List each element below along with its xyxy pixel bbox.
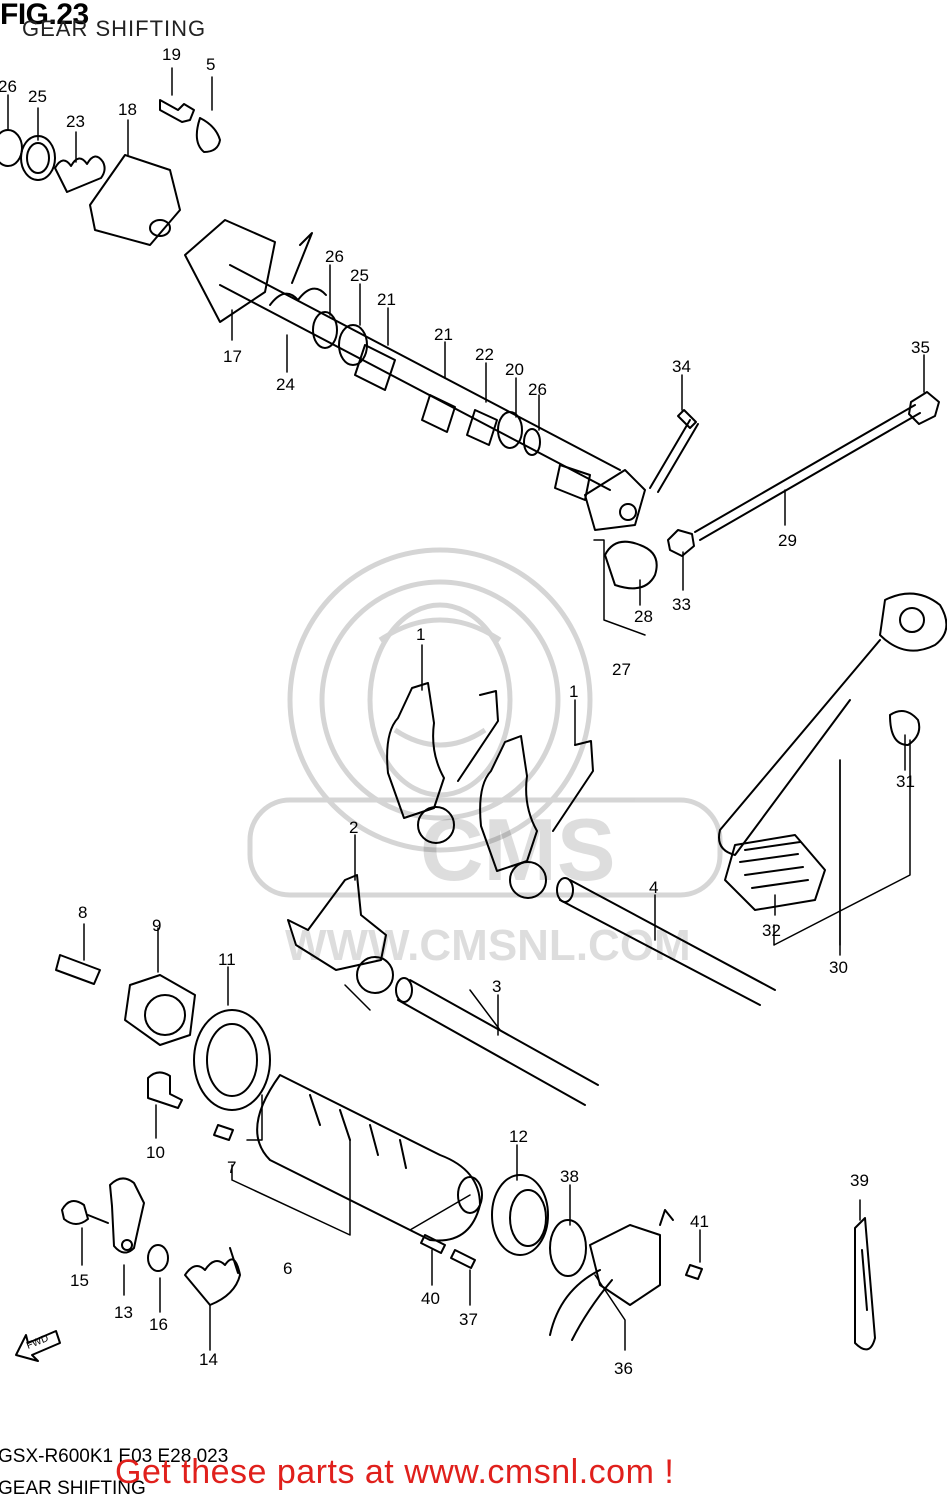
callout-27: 27 [612, 660, 631, 679]
callout-11: 11 [218, 950, 236, 969]
leader-lines [7, 67, 925, 1351]
promo-link[interactable]: Get these parts at www.cmsnl.com ! [115, 1453, 675, 1491]
shift-shaft-assembly [0, 99, 699, 590]
callout-18: 18 [118, 100, 137, 119]
callout-22: 22 [475, 345, 494, 364]
callout-23: 23 [66, 112, 85, 131]
callout-41: 41 [690, 1212, 709, 1231]
callout-17: 17 [223, 347, 242, 366]
callout-15: 15 [70, 1271, 89, 1290]
callout-4: 4 [649, 878, 658, 897]
callout-9: 9 [152, 916, 161, 935]
fwd-arrow-icon [15, 1330, 61, 1362]
callout-24: 24 [276, 375, 295, 394]
callout-37: 37 [459, 1310, 478, 1329]
callout-5: 5 [206, 55, 215, 74]
callout-6: 6 [283, 1259, 292, 1278]
callout-19: 19 [162, 45, 181, 64]
callout-2: 2 [349, 818, 358, 837]
watermark-url: WWW.CMSNL.COM [285, 921, 691, 970]
diagram-name: GEAR SHIFTING [0, 1478, 146, 1499]
callout-29: 29 [778, 531, 797, 550]
gearshift-lever [718, 592, 947, 911]
callouts: 26 25 23 18 19 5 17 24 26 25 21 21 22 20… [0, 45, 930, 1378]
callout-31: 31 [896, 772, 915, 791]
figure-subtitle: GEAR SHIFTING [22, 16, 207, 41]
callout-20: 20 [505, 360, 524, 379]
callout-3: 3 [492, 977, 501, 996]
callout-39: 39 [850, 1171, 869, 1190]
figure-title: FIG.23 [0, 0, 89, 31]
callout-7: 7 [227, 1158, 236, 1177]
gearshift-stopper-assembly [61, 1177, 241, 1306]
callout-13: 13 [114, 1303, 133, 1322]
callout-26-c: 26 [528, 380, 547, 399]
callout-25-b: 25 [350, 266, 369, 285]
callout-40: 40 [421, 1289, 440, 1308]
callout-28: 28 [634, 607, 653, 626]
gearshift-cam [55, 954, 483, 1242]
callout-12: 12 [509, 1127, 528, 1146]
diagram-code: GSX-R600K1 E03 E28 023 [0, 1446, 229, 1467]
callout-26-a: 26 [0, 77, 17, 96]
callout-10: 10 [146, 1143, 165, 1162]
callout-1-a: 1 [416, 625, 425, 644]
callout-8: 8 [78, 903, 87, 922]
bearing-and-neutral-switch [420, 1174, 876, 1351]
callout-14: 14 [199, 1350, 218, 1369]
callout-33: 33 [672, 595, 691, 614]
shift-forks [287, 682, 594, 994]
callout-34: 34 [672, 357, 691, 376]
callout-16: 16 [149, 1315, 168, 1334]
callout-26-b: 26 [325, 247, 344, 266]
callout-30: 30 [829, 958, 848, 977]
callout-21-b: 21 [434, 325, 453, 344]
watermark-logo: CMS [420, 800, 616, 899]
callout-1-b: 1 [569, 682, 578, 701]
watermark [247, 547, 723, 898]
callout-21-a: 21 [377, 290, 396, 309]
fork-shafts [395, 877, 776, 1106]
callout-38: 38 [560, 1167, 579, 1186]
callout-25-a: 25 [28, 87, 47, 106]
callout-32: 32 [762, 921, 781, 940]
callout-36: 36 [614, 1359, 633, 1378]
tie-rod [667, 391, 940, 557]
callout-35: 35 [911, 338, 930, 357]
